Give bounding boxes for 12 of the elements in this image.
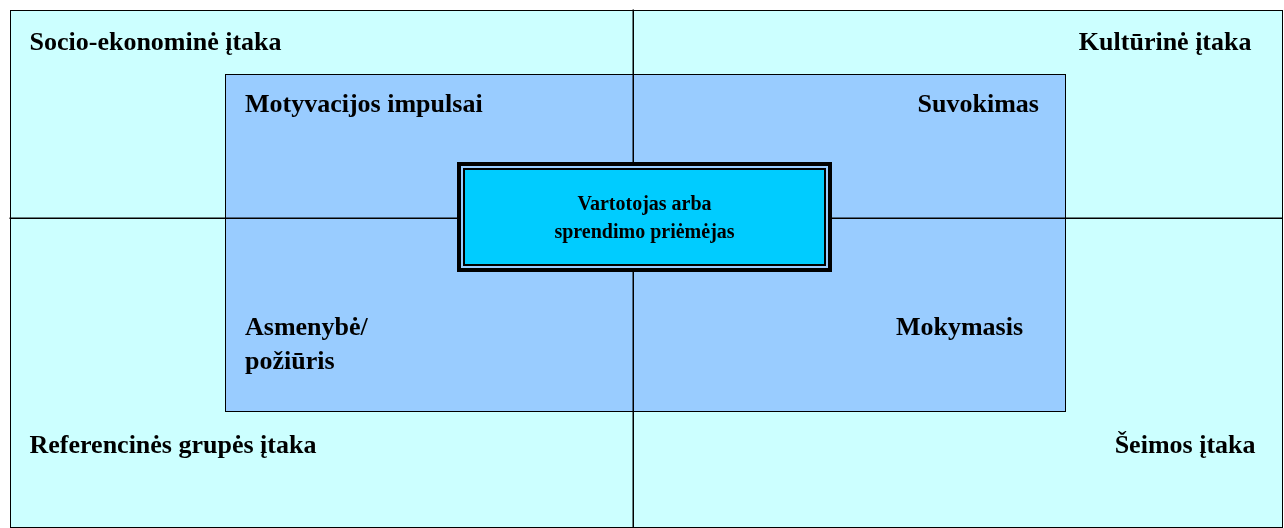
factor-label: Referencinės grupės įtaka bbox=[29, 428, 318, 461]
center-box bbox=[457, 162, 832, 272]
factor-label: Mokymasis bbox=[894, 311, 1023, 343]
factor-label: Socio-ekonominė įtaka bbox=[29, 25, 283, 58]
factor-label: Kultūrinė įtaka bbox=[1077, 25, 1252, 58]
factor-label: Šeimos įtaka bbox=[1113, 428, 1256, 461]
factor-panel bbox=[224, 73, 1066, 412]
outer-frame bbox=[10, 10, 1283, 528]
center-label: Vartotojas arba sprendimo priėmėjas bbox=[553, 191, 736, 245]
factor-label: Asmenybė/ požiūris bbox=[245, 311, 369, 377]
factor-label: Motyvacijos impulsai bbox=[245, 88, 484, 120]
factor-label: Suvokimas bbox=[916, 88, 1039, 120]
